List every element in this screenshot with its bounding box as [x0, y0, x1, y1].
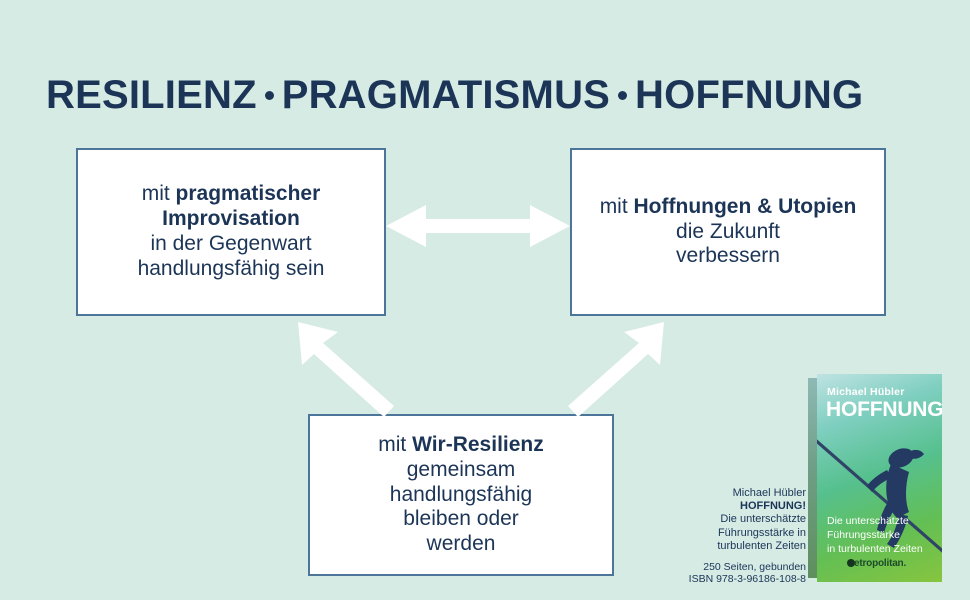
- double-arrow-icon-horizontal: [386, 205, 570, 247]
- box-bottom-line4: handlungsfähig: [389, 482, 533, 506]
- publisher-logo-dot-icon: [847, 559, 855, 567]
- book-subtitle-line3: in turbulenten Zeiten: [827, 543, 923, 556]
- box-bottom-line3: gemeinsam: [406, 457, 516, 481]
- box-left-line4: handlungsfähig sein: [137, 256, 325, 280]
- box-left-emphasis: pragmatischer Improvisation: [162, 182, 321, 231]
- box-right-lead: mit: [599, 194, 634, 218]
- arrow-icon-up-left: [298, 322, 394, 417]
- title-bullet-separator-1: [264, 90, 274, 100]
- book-front-cover: Michael Hübler HOFFNUNG! Die unterschätz…: [817, 374, 942, 582]
- concept-box-pragmatische-improvisation[interactable]: mit pragmatischer Improvisation in der G…: [76, 148, 386, 316]
- book-cover-image: Michael Hübler HOFFNUNG! Die unterschätz…: [808, 374, 942, 582]
- box-right-emphasis: Hoffnungen & Utopien: [633, 194, 857, 218]
- caption-pages: 250 Seiten, gebunden: [703, 560, 806, 573]
- book-subtitle-line1: Die unterschätzte: [827, 515, 909, 527]
- book-title-label: HOFFNUNG!: [826, 398, 942, 421]
- box-right-line3: die Zukunft: [676, 219, 780, 243]
- caption-title: HOFFNUNG!: [740, 500, 806, 513]
- book-spine: [808, 378, 817, 578]
- title-part-hoffnung: HOFFNUNG: [635, 73, 864, 117]
- book-subtitle-line2: Führungsstärke: [827, 529, 900, 542]
- book-caption: Michael Hübler HOFFNUNG! Die unterschätz…: [620, 487, 806, 585]
- page-title: RESILIENZ PRAGMATISMUS HOFFNUNG: [46, 70, 926, 120]
- title-part-resilienz: RESILIENZ: [46, 73, 257, 117]
- caption-subtitle-line3: turbulenten Zeiten: [717, 539, 806, 552]
- box-bottom-line5: bleiben oder: [403, 507, 519, 531]
- box-left-line3: in der Gegenwart: [150, 232, 312, 255]
- title-bullet-separator-2: [618, 90, 628, 100]
- concept-box-wir-resilienz[interactable]: mit Wir-Resilienz gemeinsam handlungsfäh…: [308, 414, 614, 576]
- arrow-icon-up-right: [568, 322, 664, 417]
- caption-isbn: ISBN 978-3-96186-108-8: [688, 573, 806, 585]
- box-left-lead: mit: [141, 182, 176, 206]
- title-part-pragmatismus: PRAGMATISMUS: [281, 73, 611, 117]
- book-subtitle-label: Die unterschätzte Führungsstärke in turb…: [827, 514, 942, 557]
- caption-subtitle-line2: Führungsstärke in: [717, 526, 806, 539]
- tightrope-walker-illustration: [817, 439, 942, 553]
- caption-author: Michael Hübler: [732, 487, 806, 499]
- caption-subtitle-line1: Die unterschätzte: [720, 513, 806, 526]
- box-bottom-lead: mit: [378, 433, 413, 457]
- box-bottom-emphasis: Wir-Resilienz: [412, 433, 544, 457]
- publisher-logo-text: etropolitan.: [854, 558, 907, 569]
- concept-box-hoffnungen-utopien[interactable]: mit Hoffnungen & Utopien die Zukunft ver…: [570, 148, 886, 316]
- book-author-label: Michael Hübler: [827, 386, 905, 398]
- box-bottom-line6: werden: [426, 532, 496, 556]
- box-right-line4: verbessern: [676, 244, 780, 268]
- publisher-logo: etropolitan.: [847, 558, 937, 569]
